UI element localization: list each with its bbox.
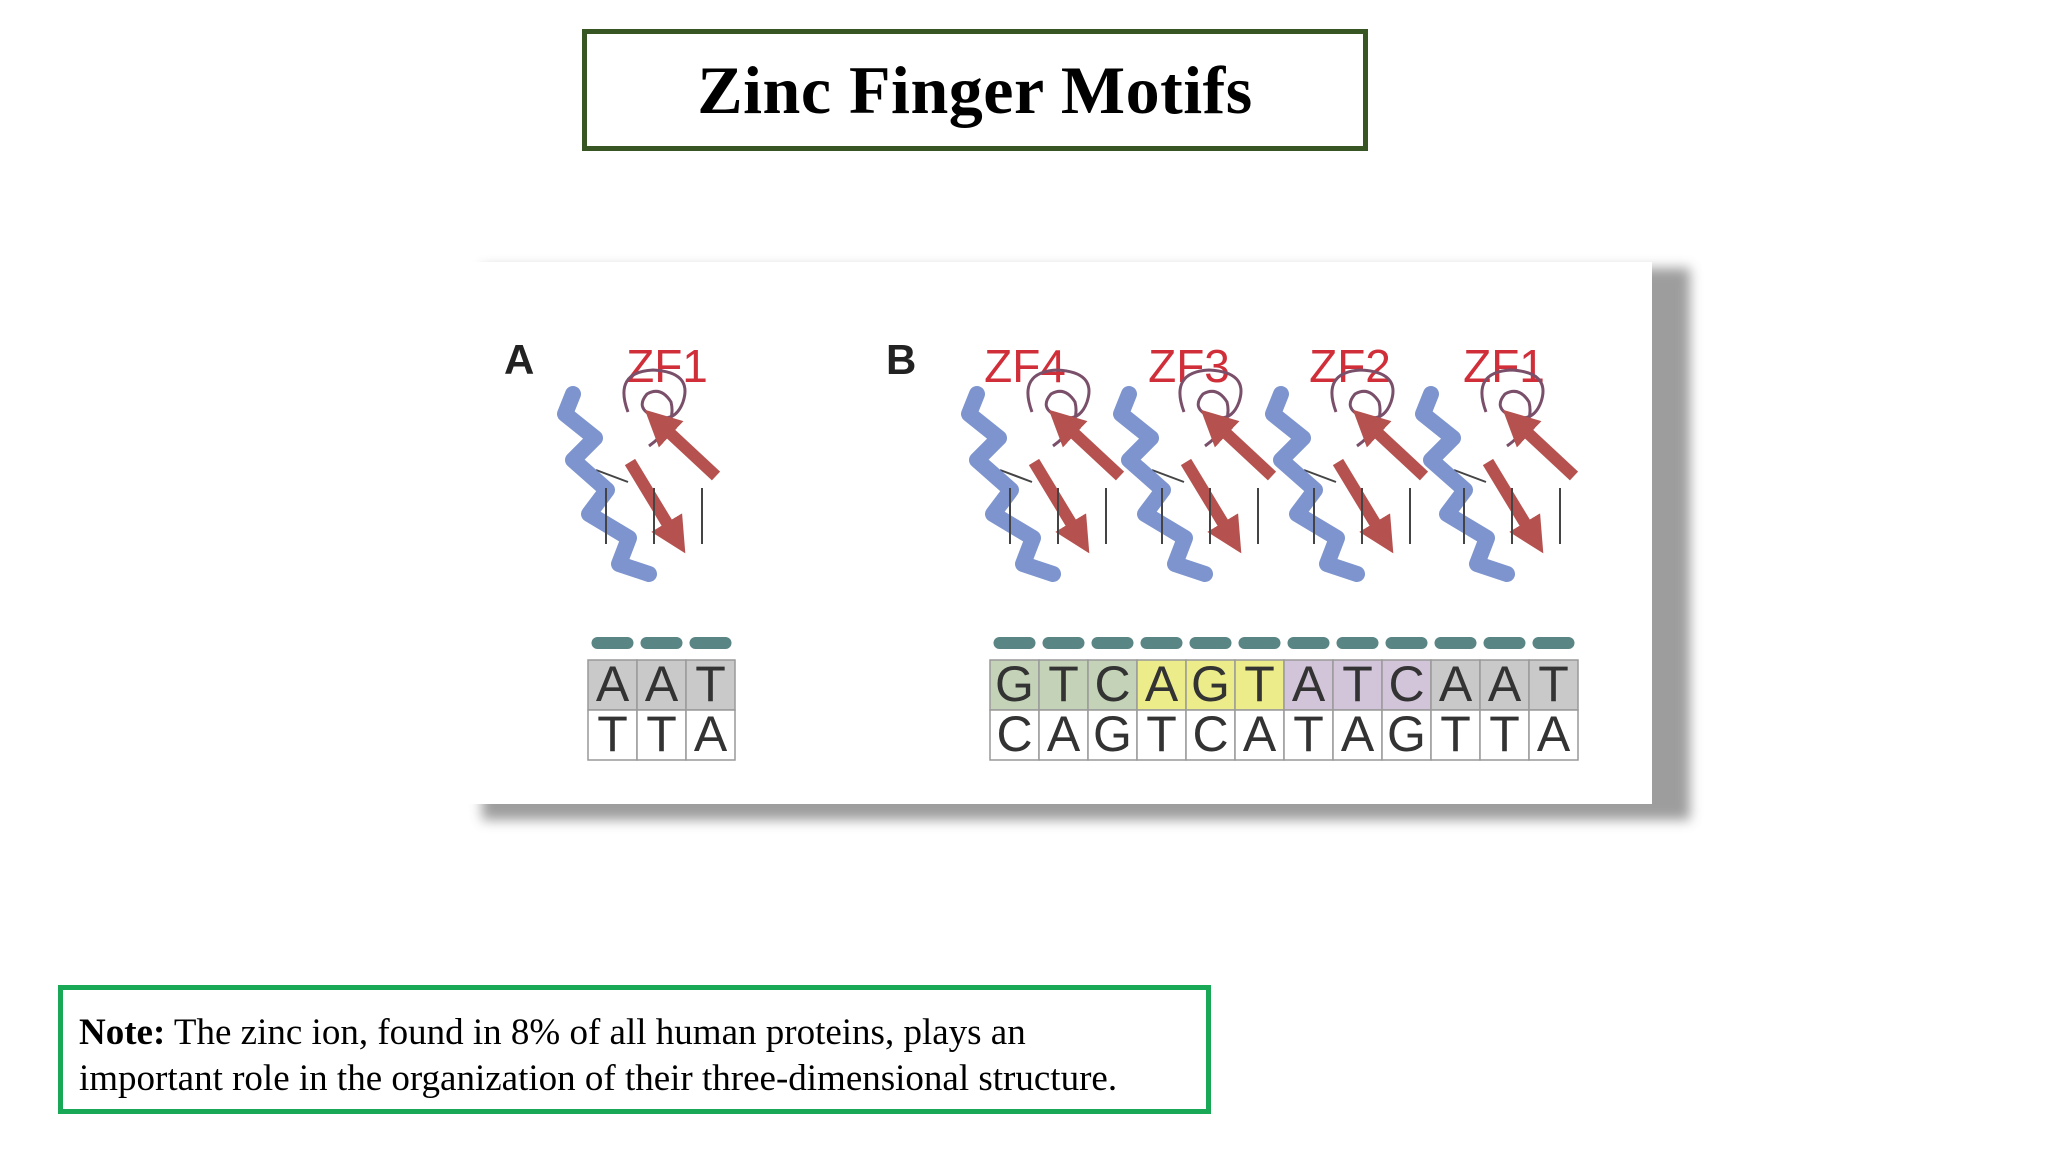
dna-top-base: C <box>1388 656 1424 712</box>
dna-bottom-base: T <box>597 706 628 762</box>
zf-label-zf1: ZF1 <box>1463 340 1545 392</box>
panel-a-letter: A <box>504 336 534 383</box>
panel-b-letter: B <box>886 336 916 383</box>
zf-label-zf2: ZF2 <box>1309 340 1391 392</box>
contact-pad <box>1532 637 1575 649</box>
dna-bottom-base: T <box>1293 706 1324 762</box>
contact-line <box>1151 469 1185 483</box>
zf-label-zf4: ZF4 <box>984 340 1066 392</box>
dna-bottom-base: A <box>1341 706 1375 762</box>
dna-bottom-cell <box>1038 709 1089 761</box>
dna-top-cell <box>1430 659 1481 711</box>
dna-bottom-base: C <box>996 706 1032 762</box>
contact-pad <box>1336 637 1379 649</box>
beta-strand-arrow <box>1048 409 1125 481</box>
title-box: Zinc Finger Motifs <box>582 29 1368 151</box>
contact-pad <box>1238 637 1281 649</box>
contact-pad <box>1385 637 1428 649</box>
note-label: Note: <box>79 1012 166 1053</box>
dna-top-base: A <box>645 656 679 712</box>
dna-top-base: A <box>1145 656 1179 712</box>
contact-pad <box>1483 637 1526 649</box>
dna-top-base: T <box>695 656 726 712</box>
dna-bottom-cell <box>685 709 736 761</box>
dna-bottom-cell <box>1381 709 1432 761</box>
dna-bottom-cell <box>587 709 638 761</box>
beta-strand-arrow <box>1502 409 1579 481</box>
beta-strand-arrow <box>1352 409 1429 481</box>
contact-pad <box>689 637 732 649</box>
dna-top-base: A <box>1292 656 1326 712</box>
dna-bottom-base: T <box>646 706 677 762</box>
dna-top-base: C <box>1094 656 1130 712</box>
dna-bottom-cell <box>1283 709 1334 761</box>
contact-pad <box>1287 637 1330 649</box>
dna-bottom-base: T <box>1146 706 1177 762</box>
dna-bottom-cell <box>1234 709 1285 761</box>
dna-bottom-base: G <box>1387 706 1426 762</box>
dna-bottom-base: A <box>694 706 728 762</box>
dna-top-base: G <box>995 656 1034 712</box>
contact-pad <box>1434 637 1477 649</box>
slide-title: Zinc Finger Motifs <box>697 51 1253 128</box>
dna-top-cell <box>1136 659 1187 711</box>
dna-bottom-cell <box>1479 709 1530 761</box>
contact-pad <box>1189 637 1232 649</box>
dna-bottom-base: T <box>1489 706 1520 762</box>
zf-label-zf3: ZF3 <box>1148 340 1230 392</box>
dna-bottom-base: G <box>1093 706 1132 762</box>
dna-top-base: T <box>1538 656 1569 712</box>
dna-top-cell <box>1185 659 1236 711</box>
dna-bottom-base: A <box>1243 706 1277 762</box>
dna-top-base: A <box>596 656 630 712</box>
contact-pad <box>591 637 634 649</box>
dna-top-base: A <box>1439 656 1473 712</box>
dna-bottom-base: T <box>1440 706 1471 762</box>
dna-bottom-cell <box>1185 709 1236 761</box>
note-line-2: important role in the organization of th… <box>79 1058 1118 1099</box>
contact-line <box>1453 469 1487 483</box>
contact-pad <box>993 637 1036 649</box>
dna-top-cell <box>1528 659 1579 711</box>
dna-top-cell <box>636 659 687 711</box>
contact-line <box>595 469 629 483</box>
dna-bottom-cell <box>1332 709 1383 761</box>
beta-strand-arrow <box>644 409 721 481</box>
contact-pad <box>1091 637 1134 649</box>
dna-top-base: T <box>1342 656 1373 712</box>
contact-pad <box>1042 637 1085 649</box>
dna-top-base: A <box>1488 656 1522 712</box>
zf-label-zf1: ZF1 <box>626 340 708 392</box>
contact-line <box>999 469 1033 483</box>
dna-bottom-base: A <box>1537 706 1571 762</box>
note-box: Note: The zinc ion, found in 8% of all h… <box>58 985 1211 1114</box>
dna-bottom-cell <box>636 709 687 761</box>
note-line-1: The zinc ion, found in 8% of all human p… <box>173 1012 1026 1053</box>
dna-bottom-cell <box>1087 709 1138 761</box>
beta-strand-arrow <box>1200 409 1277 481</box>
dna-top-base: G <box>1191 656 1230 712</box>
contact-pad <box>640 637 683 649</box>
dna-top-cell <box>1332 659 1383 711</box>
dna-bottom-cell <box>1528 709 1579 761</box>
contact-pad <box>1140 637 1183 649</box>
dna-bottom-base: A <box>1047 706 1081 762</box>
dna-bottom-base: C <box>1192 706 1228 762</box>
contact-line <box>1303 469 1337 483</box>
dna-top-base: T <box>1244 656 1275 712</box>
dna-top-base: T <box>1048 656 1079 712</box>
